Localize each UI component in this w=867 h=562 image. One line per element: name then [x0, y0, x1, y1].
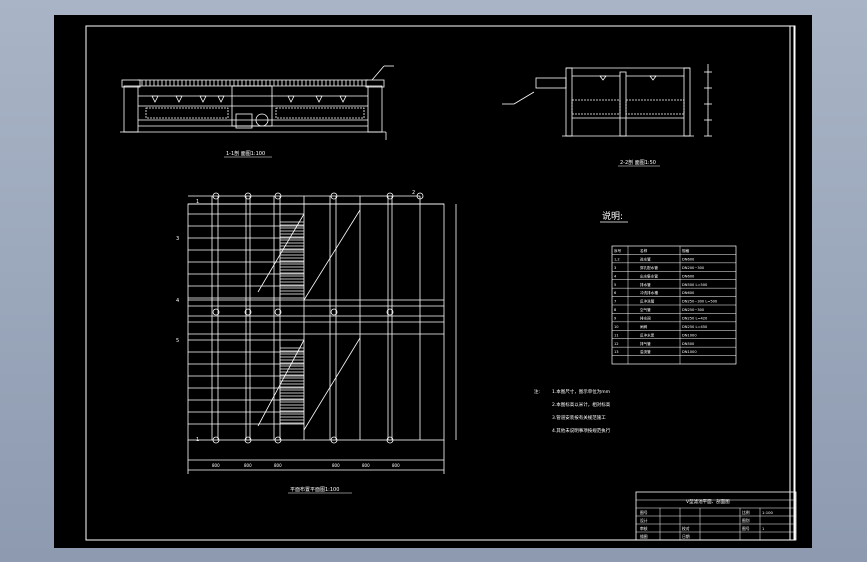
legend-cell: 闸阀 [640, 324, 648, 329]
note-1: 1.本图尺寸，图示单位为mm [552, 388, 610, 395]
notes-heading: 说明: [602, 210, 623, 222]
legend-cell: DN600 [682, 257, 695, 261]
legend-cell: DN500 [682, 342, 695, 346]
plan-dim-1: 800 [212, 463, 220, 468]
legend-cell: 名称 [640, 248, 648, 253]
title-block-cell: 1 [762, 526, 765, 531]
plan-dim-2: 800 [244, 463, 252, 468]
title-block-cell: 图号 [640, 510, 648, 515]
cut-label-3: 3 [176, 236, 179, 242]
notes-list: 注: 1.本图尺寸，图示单位为mm 2.本图标高以米计，相对标高 3.管道安装按… [534, 388, 611, 434]
legend-cell: DN600 [682, 291, 695, 295]
title-block-cell: 校对 [682, 526, 690, 531]
cut-label-1: 1 [196, 199, 199, 205]
title-block-cell: 设计 [640, 518, 648, 523]
legend-cell: 12 [614, 342, 619, 346]
legend-cell: 4 [614, 274, 617, 278]
legend-cell: DN250 L=450 [682, 325, 708, 329]
plan-title: 平面布置平面图1:100 [290, 486, 339, 493]
title-block-cell: 图别 [742, 518, 750, 523]
legend-cell: 10 [614, 325, 619, 329]
notes-prefix: 注: [534, 388, 540, 395]
legend-cell: 冲洗排水槽 [640, 290, 658, 295]
inner-frame [85, 25, 795, 541]
title-block-cell: 1:100 [762, 510, 774, 515]
title-block-cell: 比例 [742, 510, 750, 515]
section-1-1 [120, 65, 394, 140]
legend-cell: 11 [614, 333, 619, 337]
legend-cell: DN200~300 [682, 266, 705, 270]
plan-dim-6: 800 [392, 463, 400, 468]
title-block-project: V型滤池平面、剖面图 [686, 498, 730, 505]
legend-cell: 13 [614, 350, 619, 354]
legend-cell: DN250~300 [682, 308, 705, 312]
legend-cell: DN250~300 L=500 [682, 300, 718, 304]
section-1-title: 1-1剖 面图1:100 [226, 150, 265, 157]
legend-cell: 6 [614, 291, 617, 295]
legend-cell: DN1000 [682, 350, 697, 354]
legend-table: 序号 名称 规格 1,2 进水管 DN600 3 穿孔配水管 DN200~300 4 出水集水管 DN… [611, 245, 737, 365]
legend-cell: 规格 [682, 248, 690, 253]
note-2: 2.本图标高以米计，相对标高 [552, 401, 611, 408]
plan-dim-4: 800 [332, 463, 340, 468]
section-2-2 [502, 64, 712, 137]
plan-dimensions: 800 800 800 800 800 800 [212, 463, 400, 468]
legend-cell: 反冲水泵 [640, 332, 655, 337]
cut-label-4: 4 [176, 298, 179, 304]
legend-cell: 序号 [614, 248, 622, 253]
note-3: 3.管道安装按有关规范施工 [552, 414, 606, 421]
drawing-sheet [54, 15, 812, 548]
note-4: 4.其他未说明事项按规范执行 [552, 427, 611, 434]
legend-cell: 空气管 [640, 307, 651, 312]
legend-cell: 反冲洗管 [640, 299, 655, 304]
legend-cell: 溢流管 [640, 349, 651, 354]
legend-cell: DN1000 [682, 333, 697, 337]
legend-cell: 1,2 [614, 257, 620, 261]
plan-dim-3: 800 [274, 463, 282, 468]
legend-cell: 排水管 [640, 282, 651, 287]
legend-cell: 8 [614, 308, 617, 312]
plan-dim-5: 800 [362, 463, 370, 468]
title-block-cell: 审核 [640, 526, 648, 531]
plan-view [187, 192, 457, 474]
section-2-title: 2-2剖 面图1:50 [620, 159, 656, 166]
legend-cell: 进水管 [640, 256, 651, 261]
title-block-cell: 描图 [640, 534, 648, 539]
title-block-cell: 图号 [742, 526, 750, 531]
legend-cell: 7 [614, 300, 616, 304]
legend-cell: 9 [614, 316, 617, 320]
cut-label-5: 5 [176, 338, 179, 344]
legend-cell: DN500 L=500 [682, 283, 708, 287]
legend-cell: DN250 L=420 [682, 316, 708, 320]
legend-cell: DN600 [682, 274, 695, 278]
legend-cell: 出水集水管 [640, 273, 658, 278]
legend-cell: 排气管 [640, 341, 651, 346]
legend-cell: 3 [614, 266, 616, 270]
legend-cell: 穿孔配水管 [640, 265, 658, 270]
title-block-cell: 日期 [682, 534, 690, 539]
legend-cell: 5 [614, 283, 616, 287]
cut-label-2: 2 [412, 190, 415, 196]
cut-label-1b: 1 [196, 437, 199, 443]
legend-cell: 排水阀 [640, 315, 651, 320]
